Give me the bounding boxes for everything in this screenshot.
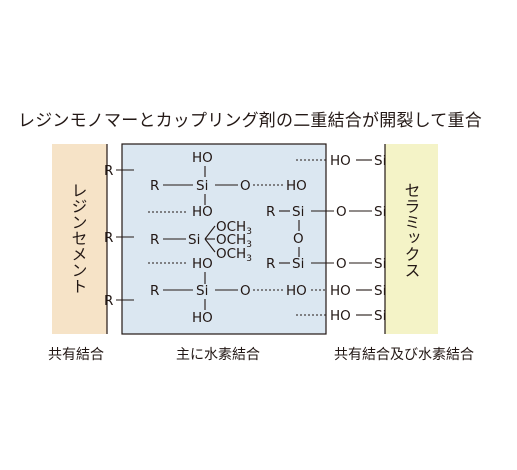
bond-line [204, 225, 216, 240]
top-ho-upper: HO [192, 150, 213, 166]
link-o-upper: O [336, 204, 347, 220]
resin-r-1: R [104, 163, 113, 179]
methoxy-2: OCH3 [216, 232, 252, 250]
link-o-lower: O [336, 256, 347, 272]
ceramic-si-5: Si [374, 308, 386, 324]
mid-si: Si [188, 232, 200, 248]
bond-line [204, 238, 216, 253]
rs-si-upper: Si [292, 204, 304, 220]
ceramic-si-4: Si [374, 283, 386, 299]
ceramic-panel [385, 144, 438, 334]
ceramic-si-1: Si [374, 153, 386, 169]
methoxy-3: OCH3 [216, 246, 252, 264]
resin-cement-label: レジンセメント [69, 182, 88, 294]
rs-o-bridge: O [293, 231, 304, 247]
ceramic-si-2: Si [374, 204, 386, 220]
bottom-ho-upper: HO [192, 256, 213, 272]
ceramic-label: セラミックス [402, 182, 421, 278]
bottom-ho-right: HO [286, 283, 307, 299]
rs-r-lower: R [266, 256, 275, 272]
interface-box [121, 143, 327, 335]
bottom-o: O [240, 283, 251, 299]
mid-r: R [150, 232, 159, 248]
rs-r-upper: R [266, 204, 275, 220]
caption-hydrogen: 主に水素結合 [176, 347, 260, 363]
bottom-si: Si [196, 283, 208, 299]
resin-cement-panel [52, 144, 107, 334]
caption-covalent: 共有結合 [48, 347, 104, 363]
methoxy-1: OCH3 [216, 219, 252, 237]
top-o: O [240, 178, 251, 194]
resin-r-2: R [104, 230, 113, 246]
ceramic-ho-top: HO [330, 153, 351, 169]
bottom-ho-lower: HO [192, 310, 213, 326]
top-ho-right: HO [286, 178, 307, 194]
top-r: R [150, 178, 159, 194]
bottom-r: R [150, 283, 159, 299]
top-si: Si [196, 178, 208, 194]
ceramic-ho-mid: HO [330, 283, 351, 299]
rs-si-lower: Si [292, 256, 304, 272]
resin-r-3: R [104, 293, 113, 309]
caption-covalent-and-hydrogen: 共有結合及び水素結合 [334, 347, 474, 363]
ceramic-ho-bottom: HO [330, 308, 351, 324]
ceramic-si-3: Si [374, 256, 386, 272]
diagram-title: レジンモノマーとカップリング剤の二重結合が開裂して重合 [18, 111, 482, 131]
top-ho-lower: HO [192, 204, 213, 220]
